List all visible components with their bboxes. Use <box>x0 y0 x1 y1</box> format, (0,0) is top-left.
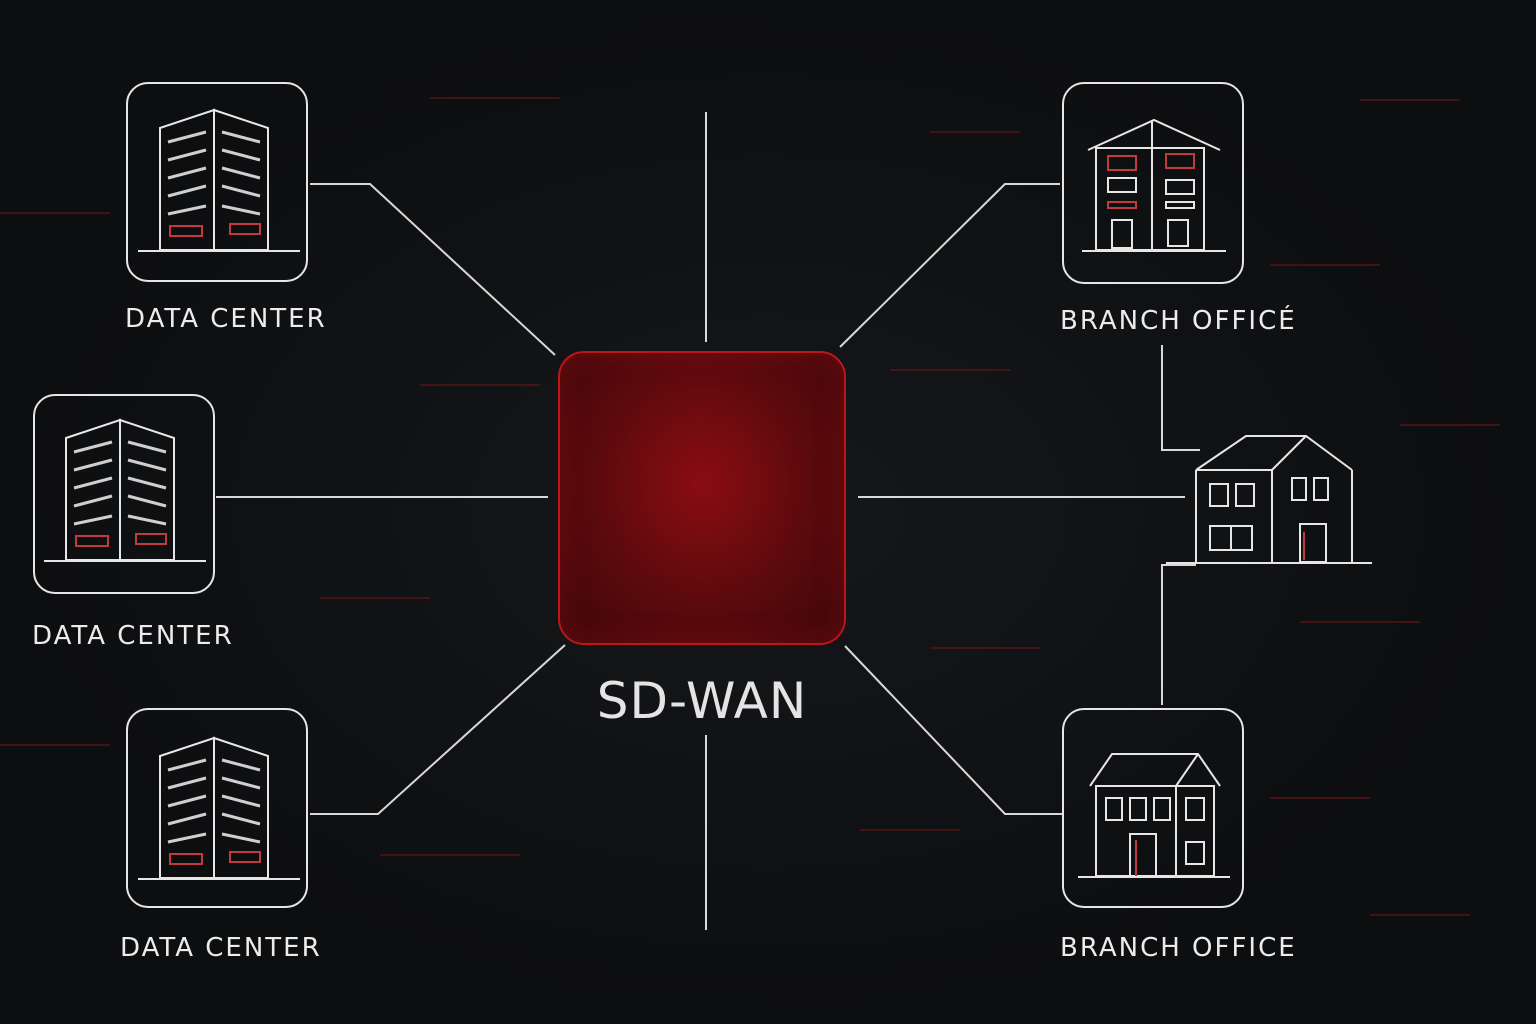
branch-office-node-3[interactable] <box>1062 708 1244 908</box>
office-building-icon <box>44 418 206 562</box>
data-center-node-1[interactable] <box>126 82 308 282</box>
branch-office-node-1[interactable] <box>1062 82 1244 284</box>
data-center-node-3[interactable] <box>126 708 308 908</box>
house-icon <box>1082 118 1226 252</box>
link-br1-hub <box>839 183 1060 348</box>
link-dc3-hub <box>310 644 566 815</box>
office-building-icon <box>138 108 300 252</box>
link-br3-hub <box>844 645 1062 815</box>
data-center-node-2[interactable] <box>33 394 215 594</box>
connection-lines <box>216 112 1200 930</box>
data-center-label-1: DATA CENTER <box>125 304 327 334</box>
house-icon <box>1078 753 1230 878</box>
data-center-label-3: DATA CENTER <box>120 933 322 963</box>
link-br2-br3 <box>1161 564 1196 705</box>
branch-office-label-1: BRANCH OFFICÉ <box>1060 306 1297 336</box>
link-dc1-hub <box>310 183 556 356</box>
data-center-label-2: DATA CENTER <box>32 621 234 651</box>
hub-label: SD-WAN <box>596 672 808 730</box>
sd-wan-hub[interactable] <box>558 351 846 645</box>
office-building-icon <box>138 736 300 880</box>
house-icon <box>1166 435 1372 564</box>
branch-office-label-3: BRANCH OFFICE <box>1060 933 1297 963</box>
link-br1-br2 <box>1161 345 1200 451</box>
background-streaks <box>0 97 1500 916</box>
